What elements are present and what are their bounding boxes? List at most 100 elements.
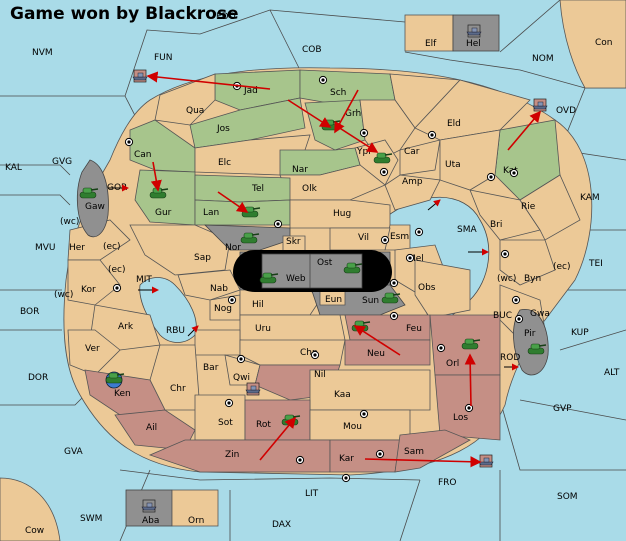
region-vil[interactable] xyxy=(329,227,391,251)
supply-center-icon xyxy=(310,350,320,360)
region-label-nog: Nog xyxy=(214,304,232,314)
region-label-mit: MIT xyxy=(136,275,152,285)
supply-center-icon xyxy=(273,219,283,229)
supply-center-icon xyxy=(414,227,424,237)
order-arrow xyxy=(259,416,297,461)
region-qua[interactable] xyxy=(154,73,216,126)
strait-double-arrow xyxy=(427,199,441,211)
land-regions xyxy=(67,69,581,473)
region-label-web: Web xyxy=(286,274,306,284)
region-label-bri: Bri xyxy=(490,220,502,230)
region-kaa[interactable] xyxy=(309,369,431,411)
region-label-sma: SMA xyxy=(457,225,477,235)
region-label-lan: Lan xyxy=(203,208,219,218)
region-label-som: SOM xyxy=(557,492,578,502)
region-tel[interactable] xyxy=(194,174,291,203)
region-label-sam: Sam xyxy=(404,447,424,457)
region-label-orl: Orl xyxy=(446,359,459,369)
region-label-zin: Zin xyxy=(225,450,239,460)
region-kor[interactable] xyxy=(67,259,121,306)
region-label-tei: TEI xyxy=(588,259,603,269)
region-hug[interactable] xyxy=(289,199,391,229)
region-label-nvm: NVM xyxy=(32,48,53,58)
region-label-fro: FRO xyxy=(438,478,457,488)
region-label-jad: Jad xyxy=(243,86,258,96)
region-label-sap: Sap xyxy=(194,253,211,263)
region-label-skr: Skr xyxy=(286,237,301,247)
region-ver[interactable] xyxy=(67,329,121,376)
coast-label: (wc) xyxy=(60,217,79,227)
region-label-jos: Jos xyxy=(216,124,230,134)
region-rot[interactable] xyxy=(244,399,311,441)
region-label-gva: GVA xyxy=(64,447,84,457)
region-label-hug: Hug xyxy=(333,209,351,219)
region-label-mou: Mou xyxy=(343,422,362,432)
region-label-ken: Ken xyxy=(114,389,131,399)
region-label-kal: KAL xyxy=(5,163,22,173)
supply-center-icon xyxy=(124,137,134,147)
region-label-swm: SWM xyxy=(80,514,102,524)
supply-center-icon xyxy=(514,314,524,324)
region-bri[interactable] xyxy=(469,189,541,241)
region-label-hil: Hil xyxy=(252,300,264,310)
region-zin[interactable] xyxy=(148,439,331,473)
region-label-kaa: Kaa xyxy=(334,390,351,400)
region-label-mvu: MVU xyxy=(35,243,56,253)
region-label-gvg: GVG xyxy=(52,157,72,167)
region-orn[interactable] xyxy=(171,489,219,527)
order-arrows xyxy=(146,71,542,468)
coast-label: (ec) xyxy=(103,242,121,252)
supply-center-icon xyxy=(389,278,399,288)
region-label-esm: Esm xyxy=(390,232,409,242)
region-label-vil: Vil xyxy=(358,233,369,243)
region-label-rot: Rot xyxy=(256,420,271,430)
region-label-neu: Neu xyxy=(367,349,385,359)
region-amp[interactable] xyxy=(384,174,441,211)
region-label-eun: Eun xyxy=(325,295,342,305)
region-label-nil: Nil xyxy=(314,370,326,380)
region-label-ovd: OVD xyxy=(556,106,576,116)
supply-center-icon xyxy=(341,473,351,483)
region-label-gvp: GVP xyxy=(553,404,572,414)
region-label-elc: Elc xyxy=(218,158,231,168)
region-car[interactable] xyxy=(399,139,441,176)
order-arrow xyxy=(364,456,482,468)
region-label-sot: Sot xyxy=(218,418,233,428)
region-label-eld: Eld xyxy=(447,119,461,129)
region-sam[interactable] xyxy=(394,429,471,473)
region-label-chp: Chp xyxy=(300,348,318,358)
region-label-fun: FUN xyxy=(154,53,173,63)
region-obs[interactable] xyxy=(414,259,471,319)
region-gaw[interactable] xyxy=(76,159,109,238)
region-uta[interactable] xyxy=(439,129,501,191)
region-bar[interactable] xyxy=(194,329,241,356)
region-label-aba: Aba xyxy=(142,516,159,526)
order-arrow xyxy=(337,126,379,153)
coast-label: (wc) xyxy=(497,274,516,284)
region-label-byn: Byn xyxy=(524,274,541,284)
supply-center-icon xyxy=(375,449,385,459)
region-label-her: Her xyxy=(69,243,85,253)
region-label-mel: Mel xyxy=(408,254,424,264)
region-label-gur: Gur xyxy=(155,208,172,218)
region-pir[interactable] xyxy=(513,309,549,376)
coast-label: (ec) xyxy=(553,262,571,272)
region-chp[interactable] xyxy=(239,339,346,366)
region-rie[interactable] xyxy=(519,174,581,241)
region-chr[interactable] xyxy=(149,344,201,411)
region-nab[interactable] xyxy=(177,269,241,301)
region-sap[interactable] xyxy=(129,224,231,276)
region-con[interactable] xyxy=(559,0,626,89)
supply-center-icon xyxy=(295,455,305,465)
region-label-con: Con xyxy=(595,38,613,48)
order-arrow xyxy=(287,99,332,128)
region-label-grh: Grh xyxy=(345,109,361,119)
region-neu[interactable] xyxy=(344,339,431,366)
region-byn[interactable] xyxy=(499,239,556,286)
coast-label: (ec) xyxy=(108,265,126,275)
order-arrow xyxy=(217,191,249,213)
region-label-dor: DOR xyxy=(28,373,48,383)
supply-center-icon xyxy=(389,311,399,321)
